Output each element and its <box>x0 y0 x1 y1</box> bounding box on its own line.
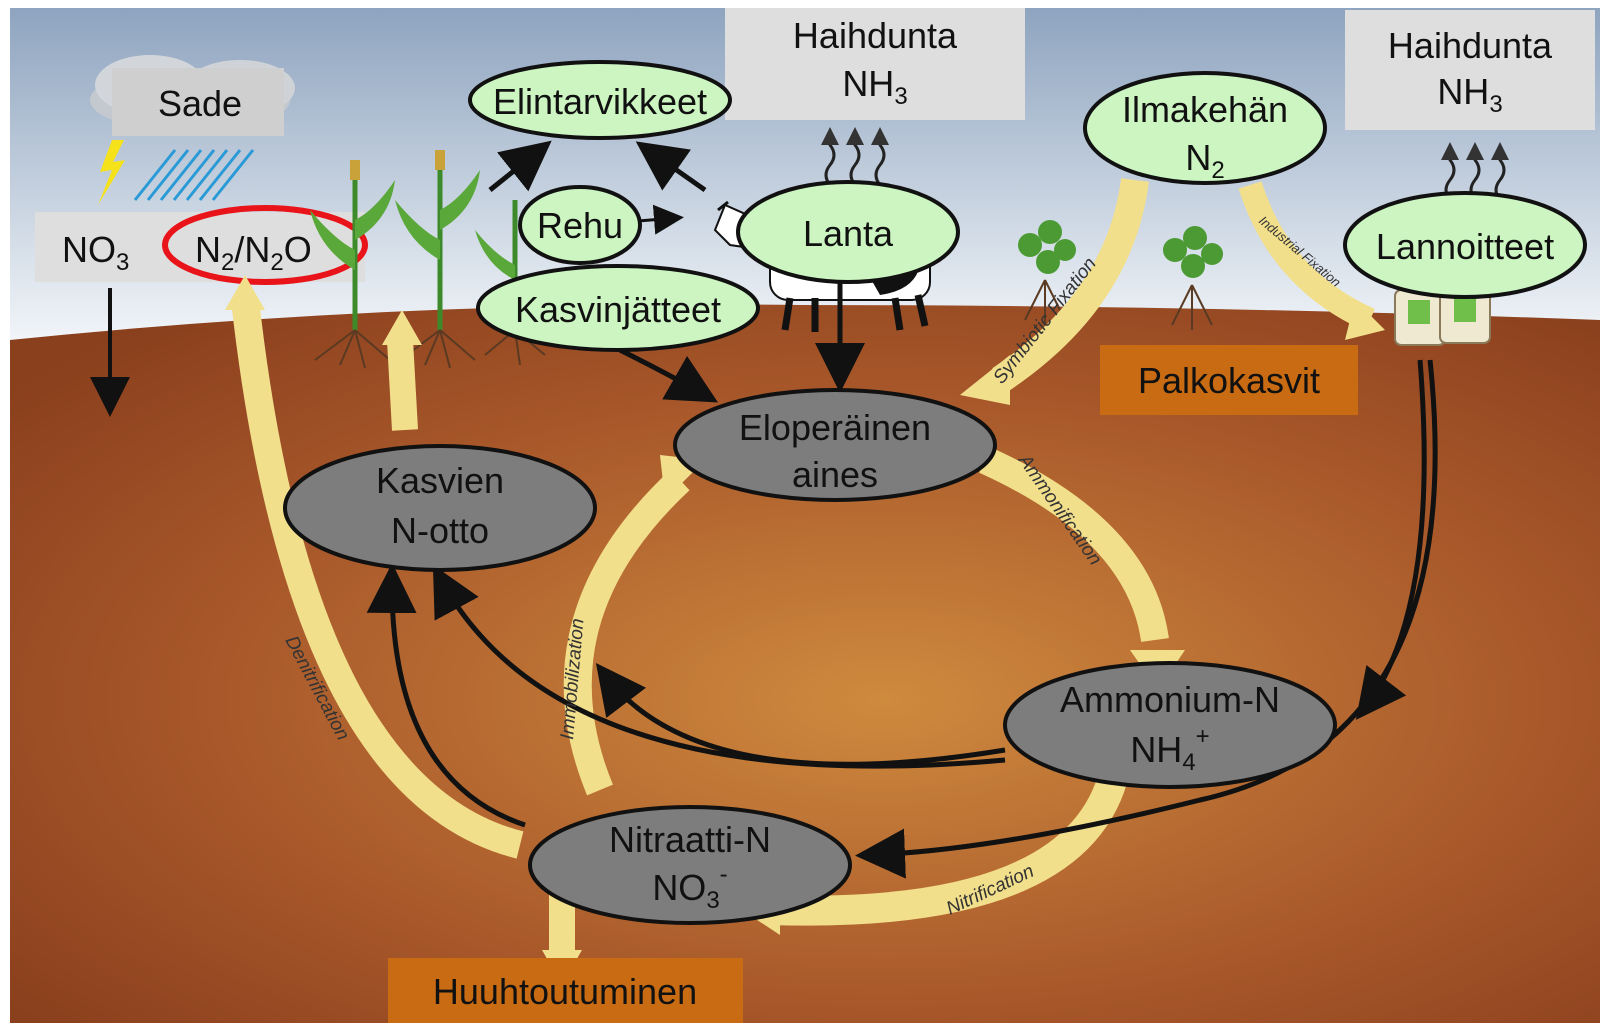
volatilization-left-label: Haihdunta <box>793 15 958 56</box>
organic-matter-label: Eloperäinen <box>739 407 931 448</box>
plant-uptake-label-2: N-otto <box>391 510 489 551</box>
food-label: Elintarvikkeet <box>493 81 707 122</box>
rain-label: Sade <box>158 83 242 124</box>
plant-uptake-label: Kasvien <box>376 460 504 501</box>
fertilizers-label: Lannoitteet <box>1376 226 1554 267</box>
leaching-label: Huuhtoutuminen <box>433 971 697 1012</box>
feed-label: Rehu <box>537 205 623 246</box>
volatilization-right-label: Haihdunta <box>1388 25 1553 66</box>
n2-n2o-label: N2/N2O <box>195 229 312 276</box>
ammonium-label: Ammonium-N <box>1060 679 1280 720</box>
crop-residue-label: Kasvinjätteet <box>515 289 721 330</box>
plant-uptake-arrow <box>400 340 405 430</box>
manure-label: Lanta <box>803 213 894 254</box>
legumes-label: Palkokasvit <box>1138 360 1320 401</box>
organic-matter-label-2: aines <box>792 454 878 495</box>
atmosphere-label: Ilmakehän <box>1122 89 1288 130</box>
nitrate-label: Nitraatti-N <box>609 819 771 860</box>
